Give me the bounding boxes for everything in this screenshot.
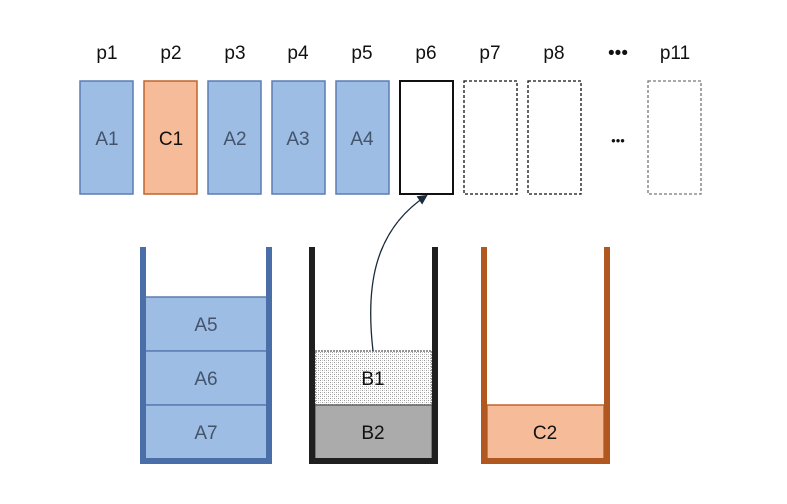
slot-header-p5: p5 — [351, 43, 372, 64]
ellipsis-header: ••• — [608, 43, 628, 64]
slot-p1 — [79, 80, 134, 195]
slot-header-p8: p8 — [543, 43, 564, 64]
slot-p11 — [647, 80, 702, 195]
stack-label-a6: A6 — [194, 369, 217, 390]
slot-header-p6: p6 — [415, 43, 436, 64]
stack-label-a5: A5 — [194, 315, 217, 336]
slot-header-p11: p11 — [660, 43, 690, 64]
slot-label-a3: A3 — [286, 129, 309, 150]
slot-header-p7: p7 — [479, 43, 500, 64]
stack-b-container — [309, 247, 438, 464]
slot-row: A1 C1 A2 A3 A4 ••• — [79, 80, 702, 195]
stack-a-container — [140, 247, 272, 464]
slot-p4 — [271, 80, 326, 195]
slot-p8 — [527, 80, 582, 195]
stack-b: B1 B2 — [309, 247, 438, 464]
slot-header-p3: p3 — [224, 43, 245, 64]
ellipsis-middle: ••• — [611, 133, 625, 148]
stack-label-c2: C2 — [533, 423, 557, 444]
move-arrow — [369, 194, 428, 352]
slot-header-p4: p4 — [287, 43, 309, 64]
slot-header-p2: p2 — [160, 43, 181, 64]
stack-c: C2 — [481, 247, 610, 464]
slot-p6 — [399, 80, 454, 195]
slot-label-a1: A1 — [95, 129, 118, 150]
slot-p7 — [463, 80, 518, 195]
slot-header-p1: p1 — [96, 43, 117, 64]
slot-p2 — [143, 80, 198, 195]
slot-label-c1: C1 — [159, 129, 183, 150]
stack-item-b2 — [314, 404, 433, 460]
slot-p3 — [207, 80, 262, 195]
slot-p5 — [335, 80, 390, 195]
slot-label-a4: A4 — [350, 129, 374, 150]
stack-label-b1: B1 — [361, 369, 384, 390]
stack-a: A5 A6 A7 — [140, 247, 272, 464]
slot-label-a2: A2 — [223, 129, 246, 150]
stack-label-a7: A7 — [194, 423, 217, 444]
stack-label-b2: B2 — [361, 423, 384, 444]
slot-headers: p1 p2 p3 p4 p5 p6 p7 p8 ••• p11 — [96, 43, 690, 64]
stack-c-container — [481, 247, 610, 464]
